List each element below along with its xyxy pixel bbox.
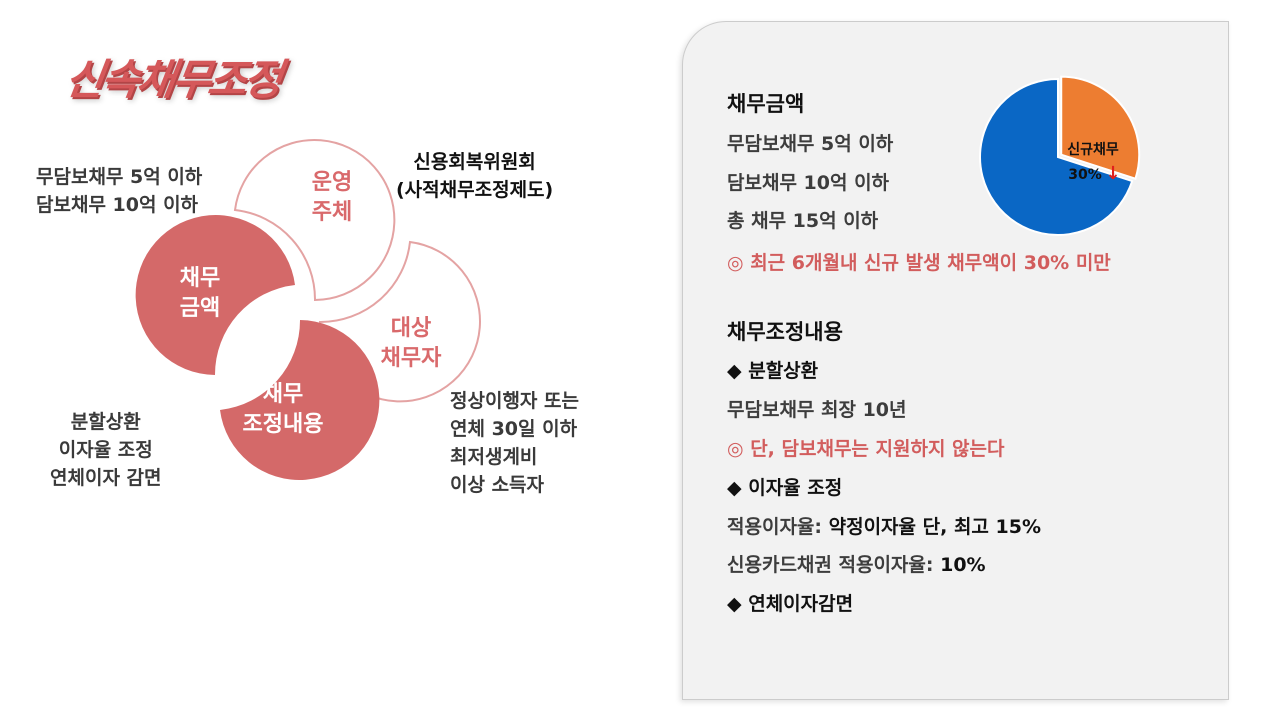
pie-slice-rest: [979, 77, 1134, 236]
rate-line-1-label: 적용이자율:: [727, 516, 822, 538]
new-debt-pie-chart: 신규채무 30% ↓: [979, 75, 1141, 236]
note-line: 신용회복위원회: [413, 151, 536, 173]
note-line: 이자율 조정: [58, 439, 153, 461]
circle-operator: [233, 139, 396, 302]
overdue-title: ◆ 연체이자감면: [727, 593, 854, 615]
note-line: 정상이행자 또는: [450, 390, 579, 412]
rate-line-2-label: 신용카드채권 적용이자율:: [727, 554, 934, 576]
note-operator: 신용회복위원회 (사적채무조정제도): [396, 148, 553, 204]
pie-value-label: 30%: [1068, 167, 1102, 183]
debt-amount-line: 총 채무 15억 이하: [727, 210, 879, 232]
note-line: 분할상환: [70, 411, 141, 433]
note-line: 이상 소득자: [450, 474, 545, 496]
circle-label-line: 채무: [263, 382, 303, 407]
circle-label-line: 조정내용: [243, 412, 324, 437]
circle-label-line: 운영: [312, 170, 352, 195]
circle-label-line: 대상: [391, 316, 431, 341]
note-line: 연체 30일 이하: [450, 418, 578, 440]
pie-slice-new-debt: [1060, 75, 1141, 181]
debt-amount-line: 담보채무 10억 이하: [727, 172, 890, 194]
note-line: 담보채무 10억 이하: [36, 194, 199, 216]
circle-content: [220, 320, 380, 480]
installment-title: ◆ 분할상환: [727, 360, 819, 382]
note-line: 최저생계비: [450, 446, 538, 468]
debt-amount-note: ◎ 최근 6개월내 신규 발생 채무액이 30% 미만: [727, 252, 1111, 274]
rate-title: ◆ 이자율 조정: [727, 477, 843, 499]
debt-amount-heading: 채무금액: [727, 92, 805, 116]
installment-line: 무담보채무 최장 10년: [727, 399, 907, 421]
rate-line-2-value: 10%: [933, 554, 986, 576]
adjustment-heading: 채무조정내용: [727, 320, 843, 344]
rate-line-1: 적용이자율: 약정이자율 단, 최고 15%: [727, 512, 1041, 539]
pie-label: 신규채무: [1067, 142, 1119, 158]
circle-label-line: 채무: [180, 266, 220, 291]
circle-label-line: 채무자: [381, 346, 442, 371]
note-line: 연체이자 감면: [50, 467, 162, 489]
rate-line-2: 신용카드채권 적용이자율: 10%: [727, 550, 986, 577]
installment-note: ◎ 단, 담보채무는 지원하지 않는다: [727, 438, 1005, 460]
note-line: 무담보채무 5억 이하: [36, 166, 203, 188]
circle-label-line: 주체: [312, 200, 352, 225]
down-arrow-icon: ↓: [1105, 163, 1120, 184]
debt-amount-line: 무담보채무 5억 이하: [727, 133, 894, 155]
circle-label-line: 금액: [180, 296, 220, 321]
rate-line-1-value: 약정이자율 단, 최고 15%: [822, 516, 1041, 538]
circle-amount: [135, 215, 295, 375]
note-line: (사적채무조정제도): [396, 179, 554, 201]
info-panel: 채무금액 무담보채무 5억 이하 담보채무 10억 이하 총 채무 15억 이하…: [682, 21, 1229, 700]
